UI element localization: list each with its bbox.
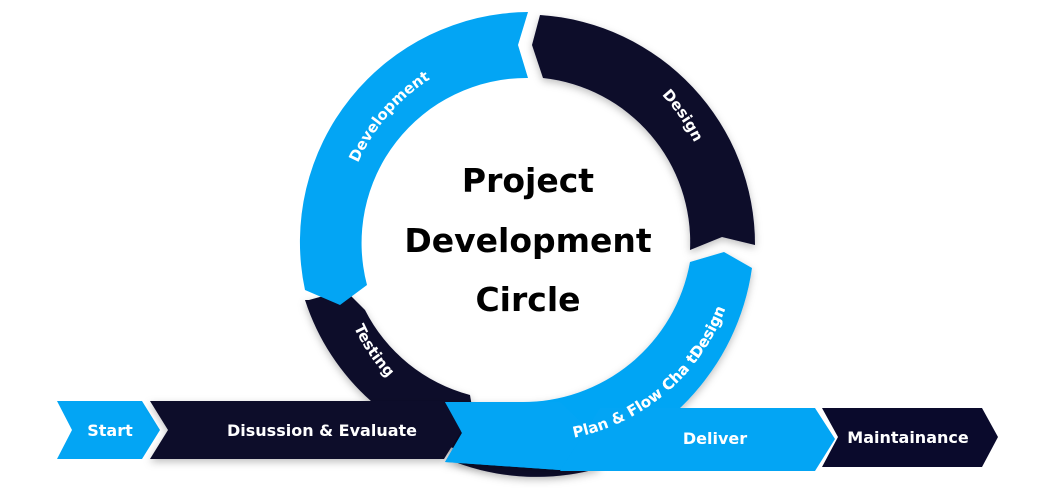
center-title-line-3: Circle <box>475 280 580 319</box>
arrow-shape-deliver <box>560 408 835 471</box>
step-label-discussion: Disussion & Evaluate <box>227 421 417 440</box>
arrow-shape-discussion <box>150 401 462 459</box>
step-label-start: Start <box>87 421 133 440</box>
arrow-shape-start <box>57 401 160 459</box>
process-step-deliver: Deliver <box>560 408 835 471</box>
center-title-line-2: Development <box>404 221 652 260</box>
process-step-discussion: Disussion & Evaluate <box>150 401 462 459</box>
step-label-maintenance: Maintainance <box>847 428 969 447</box>
arrow-shape-maintenance <box>822 408 998 467</box>
ring-segment-design <box>532 15 756 250</box>
ring-segment-development <box>299 12 528 305</box>
step-label-deliver: Deliver <box>683 429 747 448</box>
process-step-maintenance: Maintainance <box>822 408 998 467</box>
center-title-line-1: Project <box>462 161 594 200</box>
process-step-start: Start <box>57 401 160 459</box>
plan-flow-overlap <box>445 402 600 470</box>
